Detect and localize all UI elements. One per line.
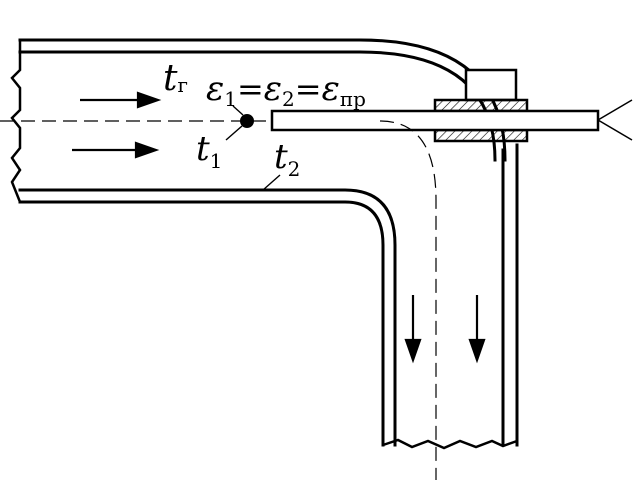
flow-arrows [72,91,486,364]
eps1-leader [232,105,244,116]
flow-arrow-top-head [136,91,162,109]
pipe-break-lines [10,40,518,450]
bushing-bottom-hatched [433,128,529,143]
flow-arrow-down-right-head [468,338,486,364]
flow-arrow-down-left-head [404,338,422,364]
label-emissivity-equation: ε1=ε2=εпр [206,69,366,111]
thermocouple-sheath [270,109,600,132]
pipe-bottom-wall-inner [18,200,385,447]
flow-axis-bend [379,120,437,480]
bottom-break [382,438,518,450]
t1-leader [225,125,243,141]
center-lines [0,120,437,480]
leader-lines [225,105,281,191]
label-t2: t2 [274,137,300,181]
probe-cone [597,99,633,141]
flow-arrow-bottom-head [134,141,160,159]
label-t1: t1 [196,129,222,173]
flange-block [464,68,518,102]
label-gas-temperature: tг [163,58,188,99]
t2-leader [262,174,281,191]
thermocouple-junction [240,114,254,128]
pipe-bottom-wall-outer [18,188,397,447]
bushing-top-hatched [433,98,529,113]
left-break [10,40,22,203]
